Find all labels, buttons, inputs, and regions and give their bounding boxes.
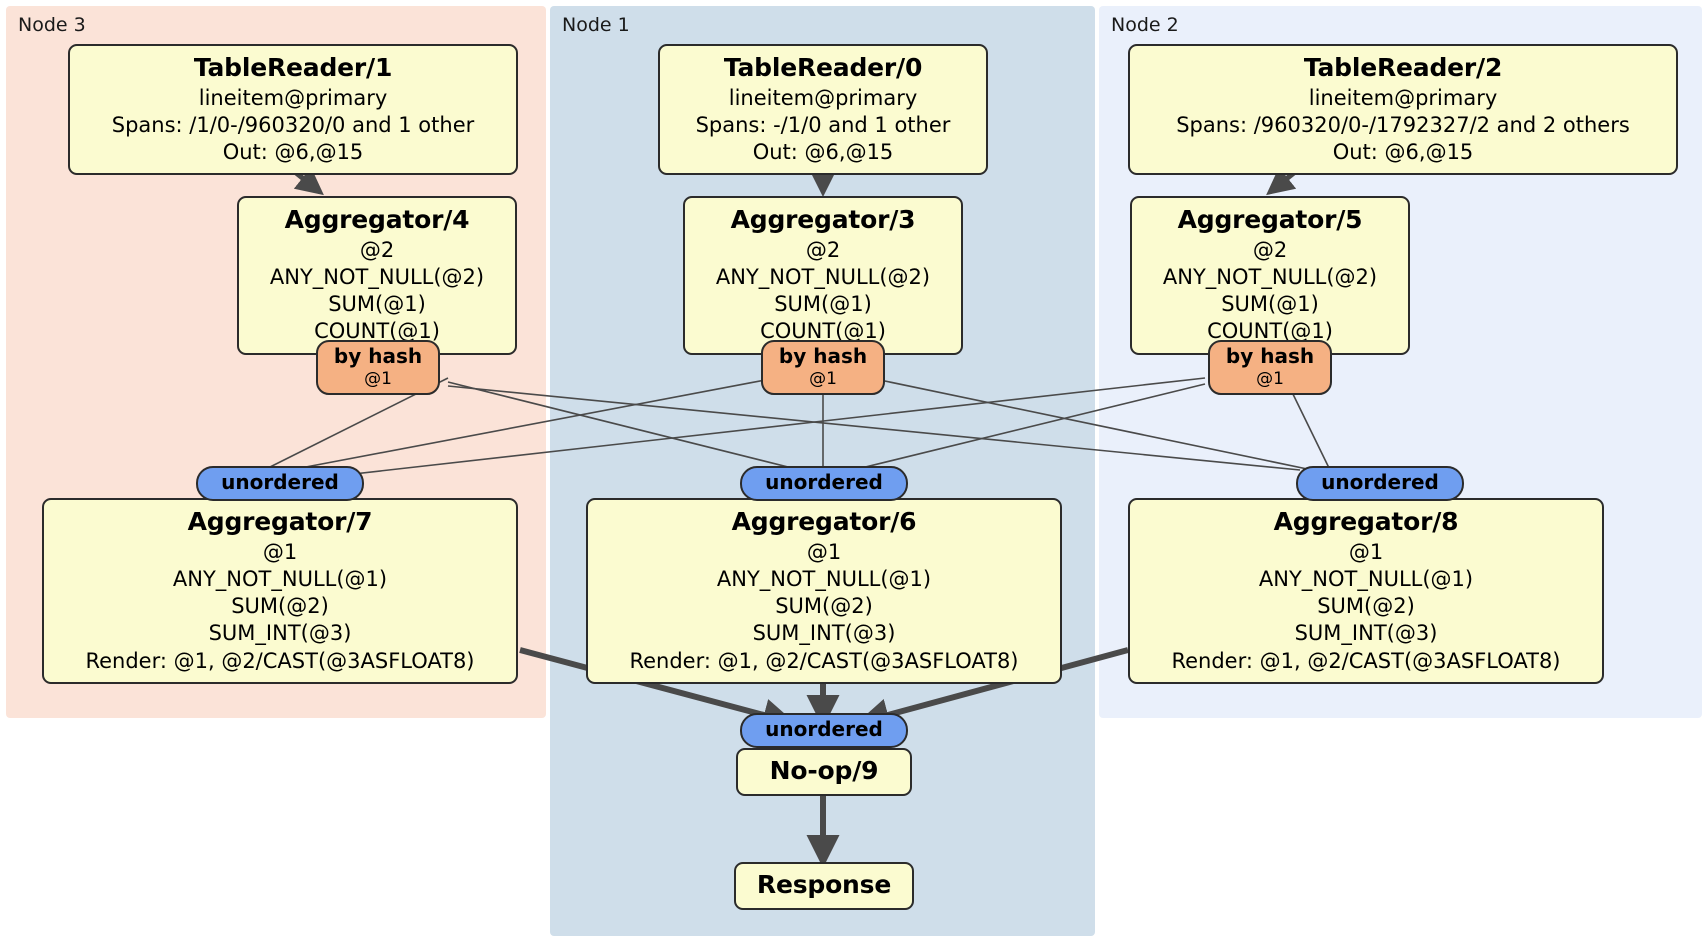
processor-title: Aggregator/3	[730, 205, 916, 234]
router-by-hash-mid[interactable]: by hash @1	[761, 340, 885, 395]
processor-line: COUNT(@1)	[1207, 319, 1333, 344]
processor-tablereader-0[interactable]: TableReader/0 lineitem@primary Spans: -/…	[658, 44, 988, 176]
processor-line: Out: @6,@15	[1332, 140, 1474, 165]
processor-line: Render: @1, @2/CAST(@3ASFLOAT8)	[629, 648, 1019, 673]
processor-title: Response	[756, 870, 892, 899]
processor-line: SUM(@1)	[328, 292, 426, 317]
synchronizer-unordered-right[interactable]: unordered	[1296, 466, 1464, 501]
synchronizer-unordered-final[interactable]: unordered	[740, 713, 908, 748]
synchronizer-title: unordered	[765, 470, 883, 494]
processor-line: SUM(@2)	[775, 594, 873, 619]
processor-line: ANY_NOT_NULL(@1)	[1258, 566, 1474, 591]
processor-title: TableReader/1	[193, 53, 393, 82]
processor-line: COUNT(@1)	[760, 319, 886, 344]
processor-line: SUM(@2)	[231, 594, 329, 619]
processor-title: No-op/9	[769, 756, 879, 785]
router-title: by hash	[333, 344, 423, 368]
processor-title: Aggregator/7	[187, 507, 373, 536]
processor-line: Out: @6,@15	[752, 140, 894, 165]
processor-response[interactable]: Response	[734, 862, 914, 910]
processor-line: ANY_NOT_NULL(@1)	[172, 566, 388, 591]
processor-title: Aggregator/6	[731, 507, 917, 536]
processor-line: SUM_INT(@3)	[752, 621, 896, 646]
processor-line: @2	[359, 237, 395, 262]
synchronizer-title: unordered	[1321, 470, 1439, 494]
processor-line: COUNT(@1)	[314, 319, 440, 344]
processor-line: SUM(@1)	[774, 292, 872, 317]
processor-aggregator-7[interactable]: Aggregator/7 @1 ANY_NOT_NULL(@1) SUM(@2)…	[42, 498, 518, 684]
processor-line: @2	[805, 237, 841, 262]
processor-aggregator-6[interactable]: Aggregator/6 @1 ANY_NOT_NULL(@1) SUM(@2)…	[586, 498, 1062, 684]
processor-line: @2	[1252, 237, 1288, 262]
processor-line: @1	[1348, 539, 1384, 564]
synchronizer-title: unordered	[765, 717, 883, 741]
router-title: by hash	[778, 344, 868, 368]
processor-line: Render: @1, @2/CAST(@3ASFLOAT8)	[1171, 648, 1561, 673]
processor-line: ANY_NOT_NULL(@2)	[1162, 264, 1378, 289]
router-key: @1	[1256, 368, 1284, 389]
processor-line: lineitem@primary	[198, 85, 388, 110]
processor-tablereader-2[interactable]: TableReader/2 lineitem@primary Spans: /9…	[1128, 44, 1678, 176]
processor-title: TableReader/2	[1303, 53, 1503, 82]
synchronizer-unordered-mid[interactable]: unordered	[740, 466, 908, 501]
processor-line: ANY_NOT_NULL(@2)	[715, 264, 931, 289]
router-title: by hash	[1225, 344, 1315, 368]
processor-line: @1	[262, 539, 298, 564]
processor-tablereader-1[interactable]: TableReader/1 lineitem@primary Spans: /1…	[68, 44, 518, 176]
synchronizer-unordered-left[interactable]: unordered	[196, 466, 364, 501]
synchronizer-title: unordered	[221, 470, 339, 494]
processor-aggregator-3[interactable]: Aggregator/3 @2 ANY_NOT_NULL(@2) SUM(@1)…	[683, 196, 963, 355]
router-key: @1	[809, 368, 837, 389]
processor-line: Render: @1, @2/CAST(@3ASFLOAT8)	[85, 648, 475, 673]
processor-noop-9[interactable]: No-op/9	[736, 748, 912, 796]
router-by-hash-right[interactable]: by hash @1	[1208, 340, 1332, 395]
processor-title: Aggregator/4	[284, 205, 470, 234]
processor-line: ANY_NOT_NULL(@1)	[716, 566, 932, 591]
processor-line: Spans: /960320/0-/1792327/2 and 2 others	[1176, 112, 1630, 137]
processor-aggregator-8[interactable]: Aggregator/8 @1 ANY_NOT_NULL(@1) SUM(@2)…	[1128, 498, 1604, 684]
processor-line: Out: @6,@15	[222, 140, 364, 165]
processor-line: Spans: /1/0-/960320/0 and 1 other	[111, 112, 475, 137]
processor-aggregator-5[interactable]: Aggregator/5 @2 ANY_NOT_NULL(@2) SUM(@1)…	[1130, 196, 1410, 355]
processor-line: Spans: -/1/0 and 1 other	[695, 112, 951, 137]
processor-line: lineitem@primary	[728, 85, 918, 110]
region-label-node-3: Node 3	[18, 14, 86, 36]
processor-line: ANY_NOT_NULL(@2)	[269, 264, 485, 289]
processor-line: SUM_INT(@3)	[208, 621, 352, 646]
router-by-hash-left[interactable]: by hash @1	[316, 340, 440, 395]
processor-line: @1	[806, 539, 842, 564]
processor-title: Aggregator/8	[1273, 507, 1459, 536]
processor-title: Aggregator/5	[1177, 205, 1363, 234]
region-label-node-1: Node 1	[562, 14, 630, 36]
region-label-node-2: Node 2	[1111, 14, 1179, 36]
processor-title: TableReader/0	[723, 53, 923, 82]
router-key: @1	[364, 368, 392, 389]
processor-line: lineitem@primary	[1308, 85, 1498, 110]
processor-aggregator-4[interactable]: Aggregator/4 @2 ANY_NOT_NULL(@2) SUM(@1)…	[237, 196, 517, 355]
processor-line: SUM(@2)	[1317, 594, 1415, 619]
processor-line: SUM_INT(@3)	[1294, 621, 1438, 646]
processor-line: SUM(@1)	[1221, 292, 1319, 317]
